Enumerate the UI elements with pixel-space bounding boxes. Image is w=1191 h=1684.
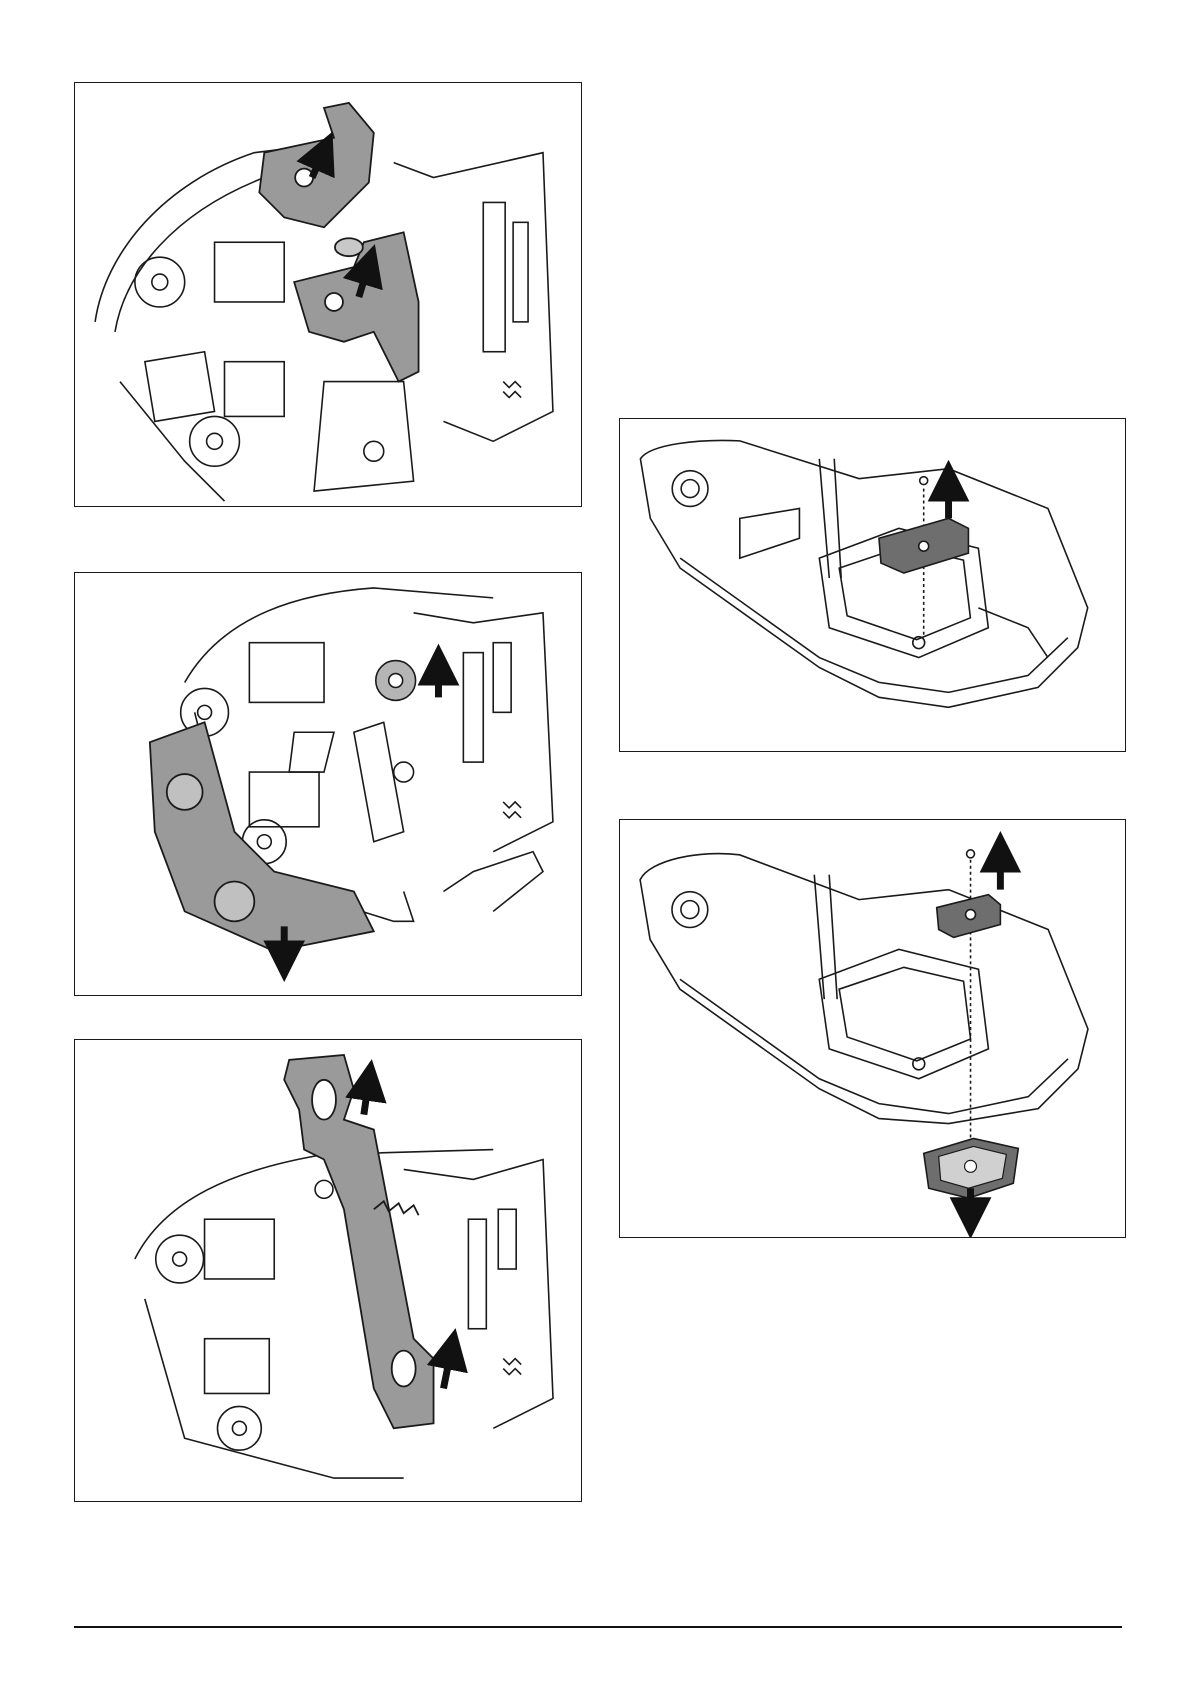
figure-remove-bracket-foot [619, 819, 1126, 1238]
remove-lever-parts-illustration [75, 83, 581, 506]
figure-remove-rack [74, 1039, 582, 1502]
remove-bracket-and-foot-illustration [620, 820, 1125, 1237]
footer-rule [74, 1626, 1122, 1628]
remove-gear-and-cover-illustration [75, 573, 581, 995]
figure-remove-screw-bracket [619, 418, 1126, 752]
remove-rack-illustration [75, 1040, 581, 1501]
figure-remove-levers [74, 82, 582, 507]
remove-screw-bracket-illustration [620, 419, 1125, 751]
figure-remove-gear [74, 572, 582, 996]
